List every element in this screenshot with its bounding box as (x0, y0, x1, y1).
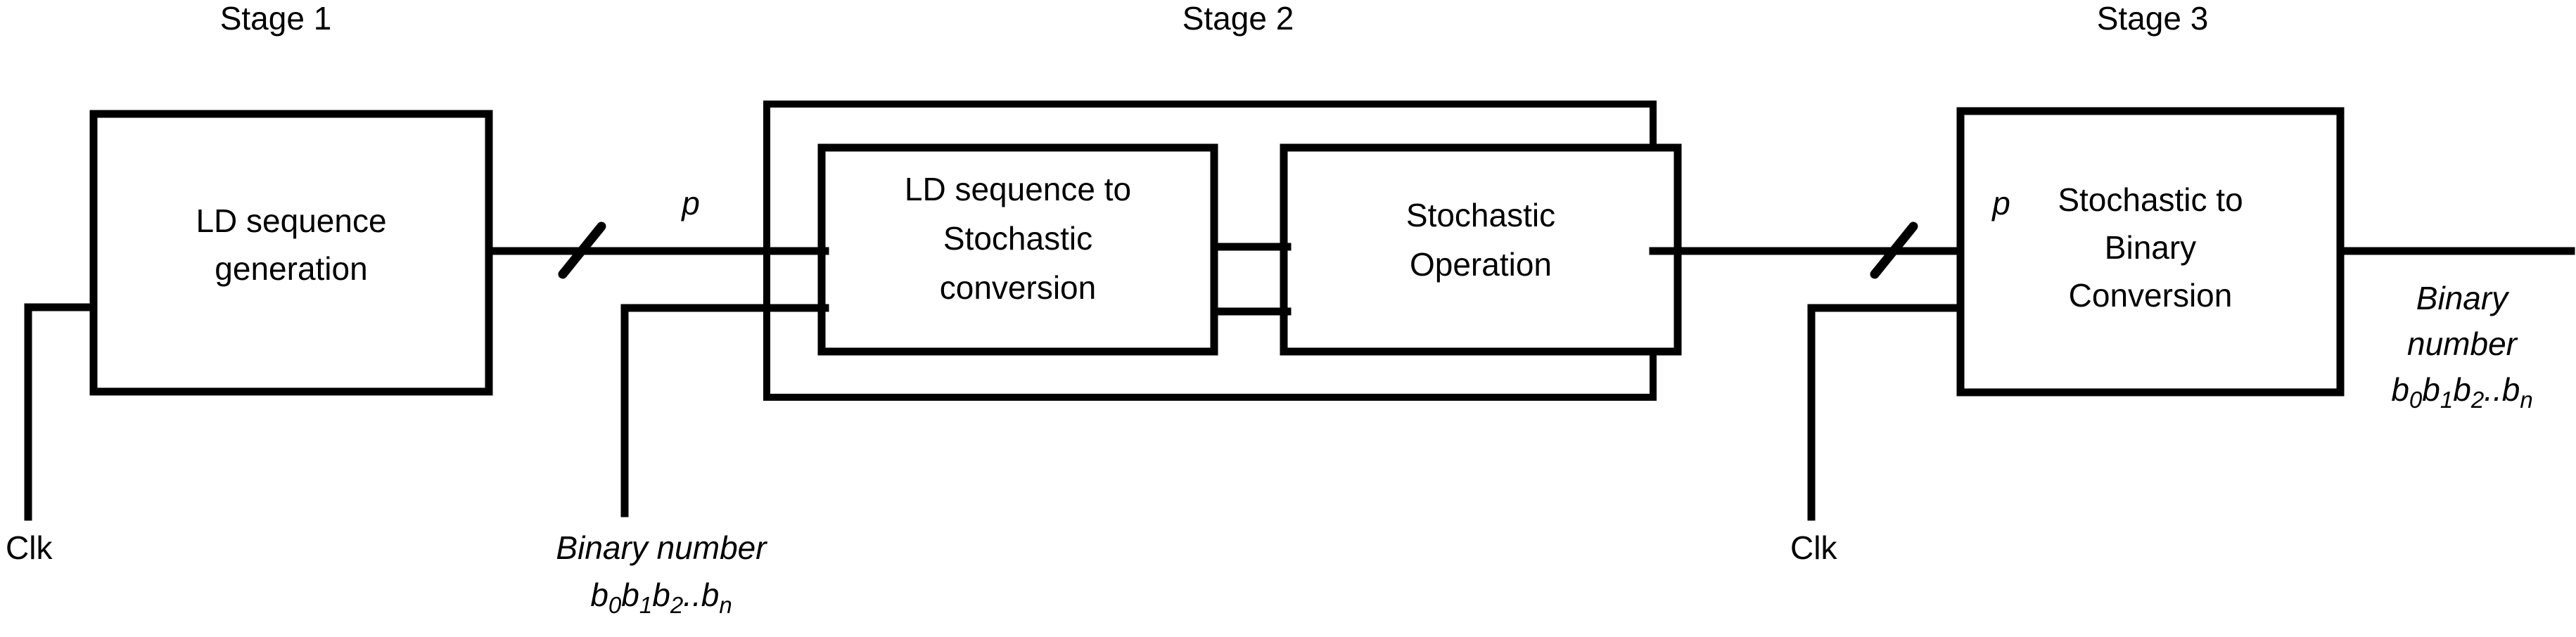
block-label-stochastic-to-binary-line1: Stochastic to (2058, 181, 2243, 218)
block-ld-to-stochastic (817, 143, 1218, 356)
io-label-binary-number-input-bits: b0b1b2..bn (590, 577, 732, 618)
block-label-stochastic-to-binary-line3: Conversion (2069, 277, 2233, 314)
io-label-binary-number-output-line2: number (2407, 326, 2518, 362)
block-stochastic-operation (1280, 143, 1682, 356)
block-label-ld-to-stochastic-line3: conversion (940, 269, 1096, 306)
clk-wire-stage3 (1807, 304, 1967, 521)
wire-binary-number-input (620, 304, 793, 517)
clk-label-stage1: Clk (6, 529, 53, 566)
bus-label-p-2: p (1991, 185, 2010, 221)
bus-slash-icon-2 (1870, 221, 1918, 279)
stage-label-1: Stage 1 (220, 0, 332, 37)
stage-label-2: Stage 2 (1182, 0, 1294, 37)
clk-label-stage3: Clk (1790, 529, 1837, 566)
block-label-ld-sequence-generation-line1: LD sequence (196, 202, 386, 239)
block-label-ld-to-stochastic-line2: Stochastic (943, 220, 1092, 257)
block-label-stochastic-operation-line2: Operation (1410, 246, 1552, 283)
io-label-binary-number-output-line1: Binary (2416, 280, 2510, 316)
bus-label-p-1: p (680, 185, 700, 221)
clk-wire-stage1 (24, 303, 99, 521)
block-label-stochastic-to-binary-line2: Binary (2105, 229, 2196, 266)
bus-slash-icon-1 (558, 221, 606, 279)
io-label-binary-number-output-bits: b0b1b2..bn (2391, 371, 2532, 413)
block-label-stochastic-operation-line1: Stochastic (1406, 197, 1555, 233)
io-label-binary-number-input-line1: Binary number (556, 529, 767, 566)
stage-label-3: Stage 3 (2097, 0, 2209, 37)
block-label-ld-to-stochastic-line1: LD sequence to (905, 171, 1131, 207)
block-label-ld-sequence-generation-line2: generation (215, 250, 367, 287)
